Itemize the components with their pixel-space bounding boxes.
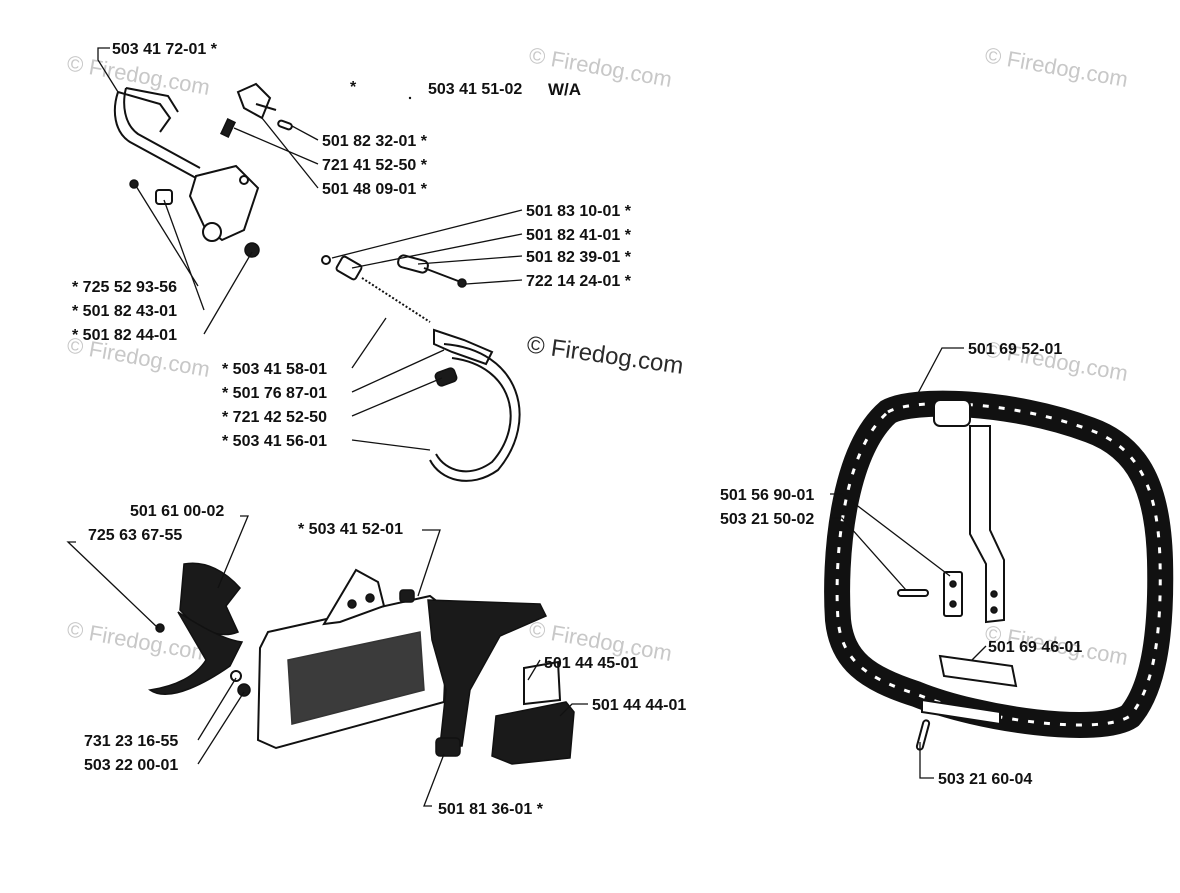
part-label: 725 63 67-55 <box>88 527 182 544</box>
part-label: * 501 76 87-01 <box>222 385 327 402</box>
header-star: * <box>350 79 357 96</box>
part-label: 501 44 44-01 <box>592 697 686 714</box>
header-dot <box>408 96 412 100</box>
part-label: 501 82 32-01 * <box>322 133 428 150</box>
part-label: 501 69 46-01 <box>988 639 1082 656</box>
part-label: 501 82 41-01 * <box>526 227 632 244</box>
part-label: 503 41 72-01 * <box>112 41 218 58</box>
part-label: 503 21 50-02 <box>720 511 814 528</box>
part-label: 501 61 00-02 <box>130 503 224 520</box>
part-label: 722 14 24-01 * <box>526 273 632 290</box>
part-label: * 721 42 52-50 <box>222 409 327 426</box>
part-label: * 725 52 93-56 <box>72 279 177 296</box>
part-label: 501 48 09-01 * <box>322 181 428 198</box>
part-label: 503 21 60-04 <box>938 771 1032 788</box>
front-handle-assembly <box>824 390 1174 751</box>
lever-assembly <box>113 82 293 258</box>
part-label: 731 23 16-55 <box>84 733 178 750</box>
part-labels: 503 41 72-01 * 501 82 32-01 * 721 41 52-… <box>72 41 1082 818</box>
assembly-note: W/A <box>548 80 581 99</box>
part-label: * 503 41 58-01 <box>222 361 327 378</box>
brake-cover-assembly <box>148 562 575 765</box>
part-label: * 501 82 43-01 <box>72 303 177 320</box>
part-label: 501 69 52-01 <box>968 341 1062 358</box>
leader-lines <box>66 47 987 807</box>
part-label: * 503 41 52-01 <box>298 521 403 538</box>
part-label: 501 81 36-01 * <box>438 801 544 818</box>
part-label: * 503 41 56-01 <box>222 433 327 450</box>
watermark-center: © Firedog.com <box>525 331 685 380</box>
part-label: 721 41 52-50 * <box>322 157 428 174</box>
part-label: 501 44 45-01 <box>544 655 638 672</box>
watermark: © Firedog.com <box>983 42 1130 92</box>
part-label: 503 22 00-01 <box>84 757 178 774</box>
part-label: * 501 82 44-01 <box>72 327 177 344</box>
assembly-number: 503 41 51-02 <box>428 81 522 98</box>
part-label: 501 56 90-01 <box>720 487 814 504</box>
part-label: 501 83 10-01 * <box>526 203 632 220</box>
part-label: 501 82 39-01 * <box>526 249 632 266</box>
brake-band-assembly <box>321 254 521 482</box>
